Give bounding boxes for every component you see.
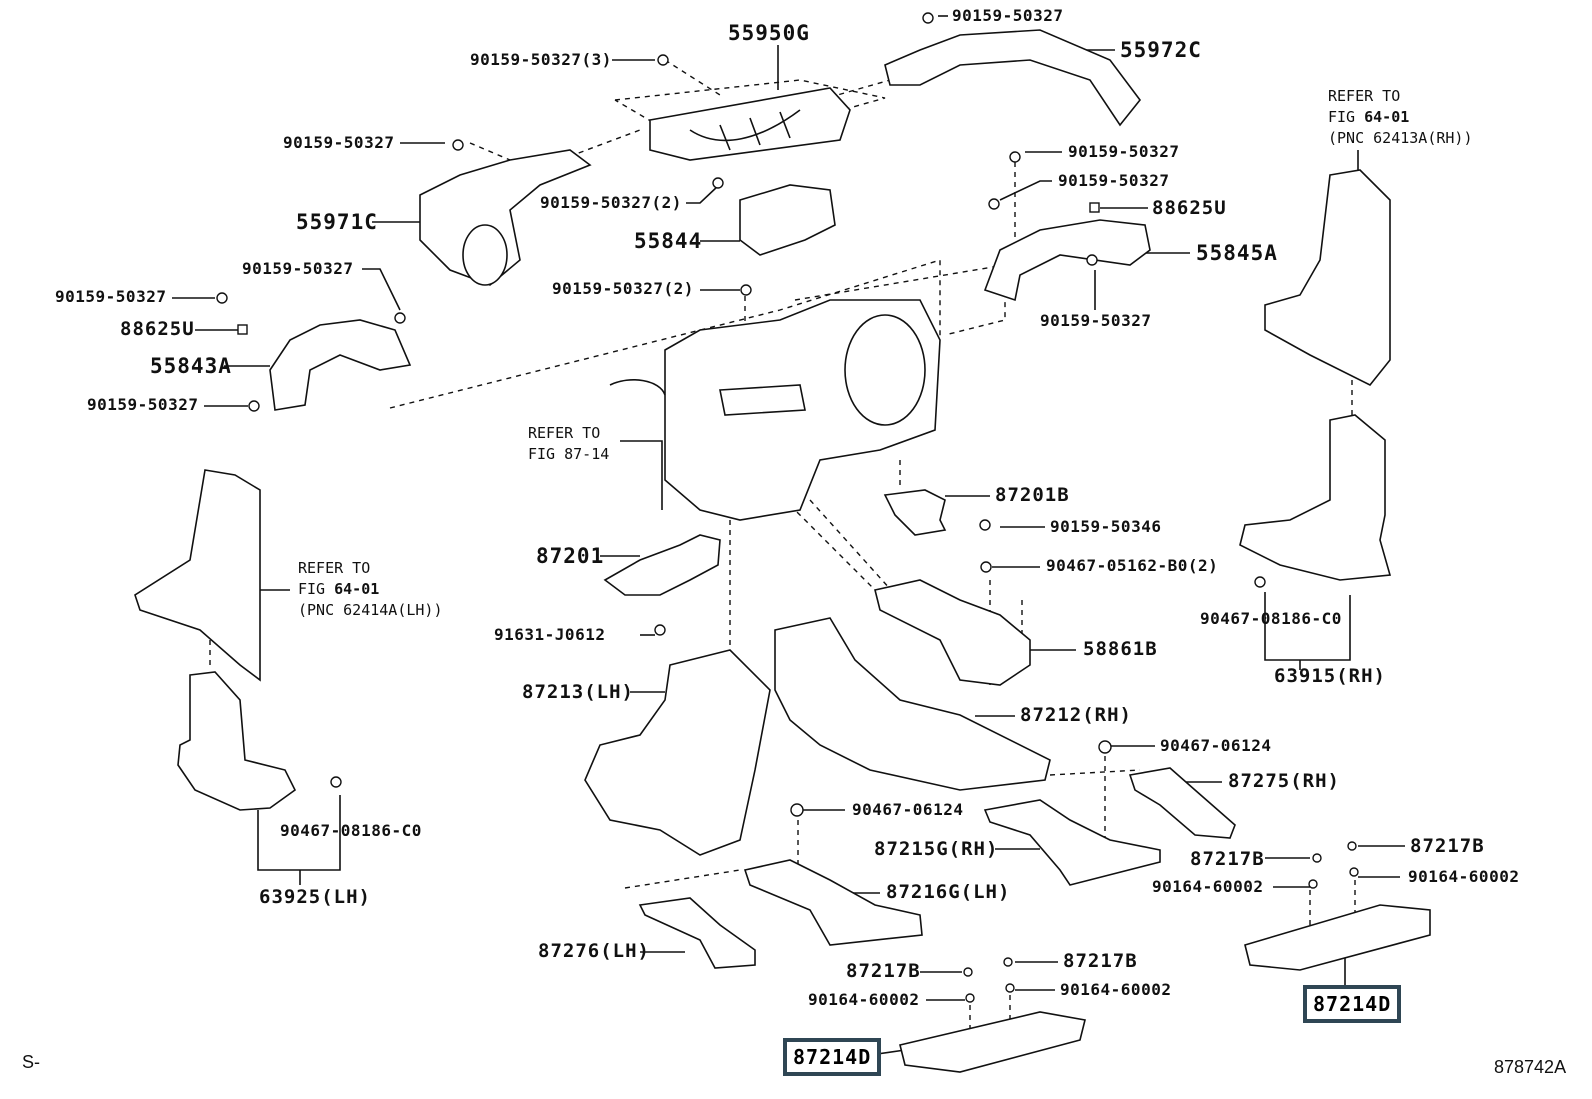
part-87212-duct — [774, 617, 1051, 791]
part-label[interactable]: 90159-50327 — [1040, 311, 1152, 330]
part-label[interactable]: 63915(RH) — [1274, 665, 1386, 687]
part-label[interactable]: 90164-60002 — [1152, 877, 1264, 896]
part-label[interactable]: 88625U — [120, 318, 195, 340]
part-87276 — [638, 897, 756, 969]
part-label[interactable]: 90467-06124 — [1160, 736, 1272, 755]
part-label[interactable]: 90159-50327 — [1068, 142, 1180, 161]
part-55844-duct — [739, 184, 836, 256]
part-label[interactable]: 90164-60002 — [1408, 867, 1520, 886]
part-label[interactable]: 90159-50327(2) — [552, 279, 694, 298]
ref-line: REFER TO — [298, 559, 371, 577]
part-label[interactable]: 90159-50327 — [55, 287, 167, 306]
part-87214D-rh — [1244, 904, 1431, 971]
reference-note-rh: REFER TO FIG 64-01 (PNC 62413A(RH)) — [1328, 86, 1473, 149]
ref-fig-number[interactable]: 64-01 — [1364, 108, 1410, 126]
part-label[interactable]: 87213(LH) — [522, 681, 634, 703]
part-label[interactable]: 91631-J0612 — [494, 625, 606, 644]
part-label[interactable]: 90159-50346 — [1050, 517, 1162, 536]
part-label[interactable]: 90467-06124 — [852, 800, 964, 819]
part-label[interactable]: 90164-60002 — [1060, 980, 1172, 999]
ref-line: FIG — [528, 445, 565, 463]
part-label[interactable]: 90159-50327 — [242, 259, 354, 278]
part-58861B — [874, 579, 1031, 686]
highlighted-part-label[interactable]: 87214D — [1303, 985, 1402, 1023]
part-55950G-register — [649, 87, 851, 161]
part-label[interactable]: 87276(LH) — [538, 940, 650, 962]
part-label[interactable]: 87275(RH) — [1228, 770, 1340, 792]
part-label[interactable]: 90467-08186-C0 — [1200, 609, 1342, 628]
part-label[interactable]: 87201 — [536, 544, 605, 568]
part-55843A-duct — [269, 319, 412, 411]
ref-line: (PNC 62414A(LH)) — [298, 601, 443, 619]
part-label[interactable]: 63925(LH) — [259, 886, 371, 908]
part-label[interactable]: 55972C — [1120, 38, 1202, 62]
part-label[interactable]: 90467-05162-B0(2) — [1046, 556, 1219, 575]
part-label[interactable]: 90159-50327(2) — [540, 193, 682, 212]
part-55845A-duct — [983, 219, 1151, 302]
part-label[interactable]: 87217B — [846, 960, 921, 982]
part-label[interactable]: 87215G(RH) — [874, 838, 999, 860]
part-label[interactable]: 87217B — [1190, 848, 1265, 870]
part-label[interactable]: 55843A — [150, 354, 232, 378]
part-87214D-lh — [899, 1011, 1086, 1073]
ref-line: REFER TO — [1328, 87, 1401, 105]
ref-line: FIG — [1328, 108, 1365, 126]
ref-fig-number[interactable]: 87-14 — [564, 445, 610, 463]
part-label[interactable]: 90159-50327 — [952, 6, 1064, 25]
fasteners — [216, 12, 1359, 1003]
part-heater-unit — [609, 299, 941, 521]
part-87275 — [1128, 767, 1236, 839]
part-rh-pillar-trim — [1239, 169, 1392, 581]
reference-note-heater: REFER TO FIG 87-14 — [528, 423, 609, 465]
part-87201 — [603, 534, 721, 596]
part-label[interactable]: 55950G — [728, 21, 810, 45]
part-55971C-duct — [419, 149, 592, 286]
part-lh-pillar-trim — [134, 469, 297, 811]
part-label[interactable]: 87216G(LH) — [886, 881, 1011, 903]
part-87201B — [883, 489, 947, 536]
part-label[interactable]: 90159-50327 — [283, 133, 395, 152]
part-label[interactable]: 90164-60002 — [808, 990, 920, 1009]
part-label[interactable]: 55971C — [296, 210, 378, 234]
part-label[interactable]: 87212(RH) — [1020, 704, 1132, 726]
ref-line: FIG — [298, 580, 335, 598]
reference-note-lh: REFER TO FIG 64-01 (PNC 62414A(LH)) — [298, 558, 443, 621]
corner-mark: S- — [22, 1052, 40, 1072]
part-87215G — [983, 799, 1161, 886]
ref-line: REFER TO — [528, 424, 601, 442]
part-label[interactable]: 88625U — [1152, 197, 1227, 219]
part-87216G — [743, 859, 923, 946]
ref-line: (PNC 62413A(RH)) — [1328, 129, 1473, 147]
part-label[interactable]: 55844 — [634, 229, 703, 253]
leader-lines — [172, 15, 1405, 1056]
part-label[interactable]: 58861B — [1083, 638, 1158, 660]
part-label[interactable]: 87201B — [995, 484, 1070, 506]
part-label[interactable]: 90159-50327 — [87, 395, 199, 414]
part-label[interactable]: 90467-08186-C0 — [280, 821, 422, 840]
figure-id: 878742A — [1494, 1057, 1567, 1077]
part-label[interactable]: 90159-50327 — [1058, 171, 1170, 190]
part-label[interactable]: 87217B — [1410, 835, 1485, 857]
part-label[interactable]: 87217B — [1063, 950, 1138, 972]
highlighted-part-label[interactable]: 87214D — [783, 1038, 882, 1076]
part-label[interactable]: 90159-50327(3) — [470, 50, 612, 69]
ref-fig-number[interactable]: 64-01 — [334, 580, 380, 598]
part-87213-duct — [584, 649, 771, 856]
part-label[interactable]: 55845A — [1196, 241, 1278, 265]
part-55972C-duct — [884, 29, 1142, 127]
